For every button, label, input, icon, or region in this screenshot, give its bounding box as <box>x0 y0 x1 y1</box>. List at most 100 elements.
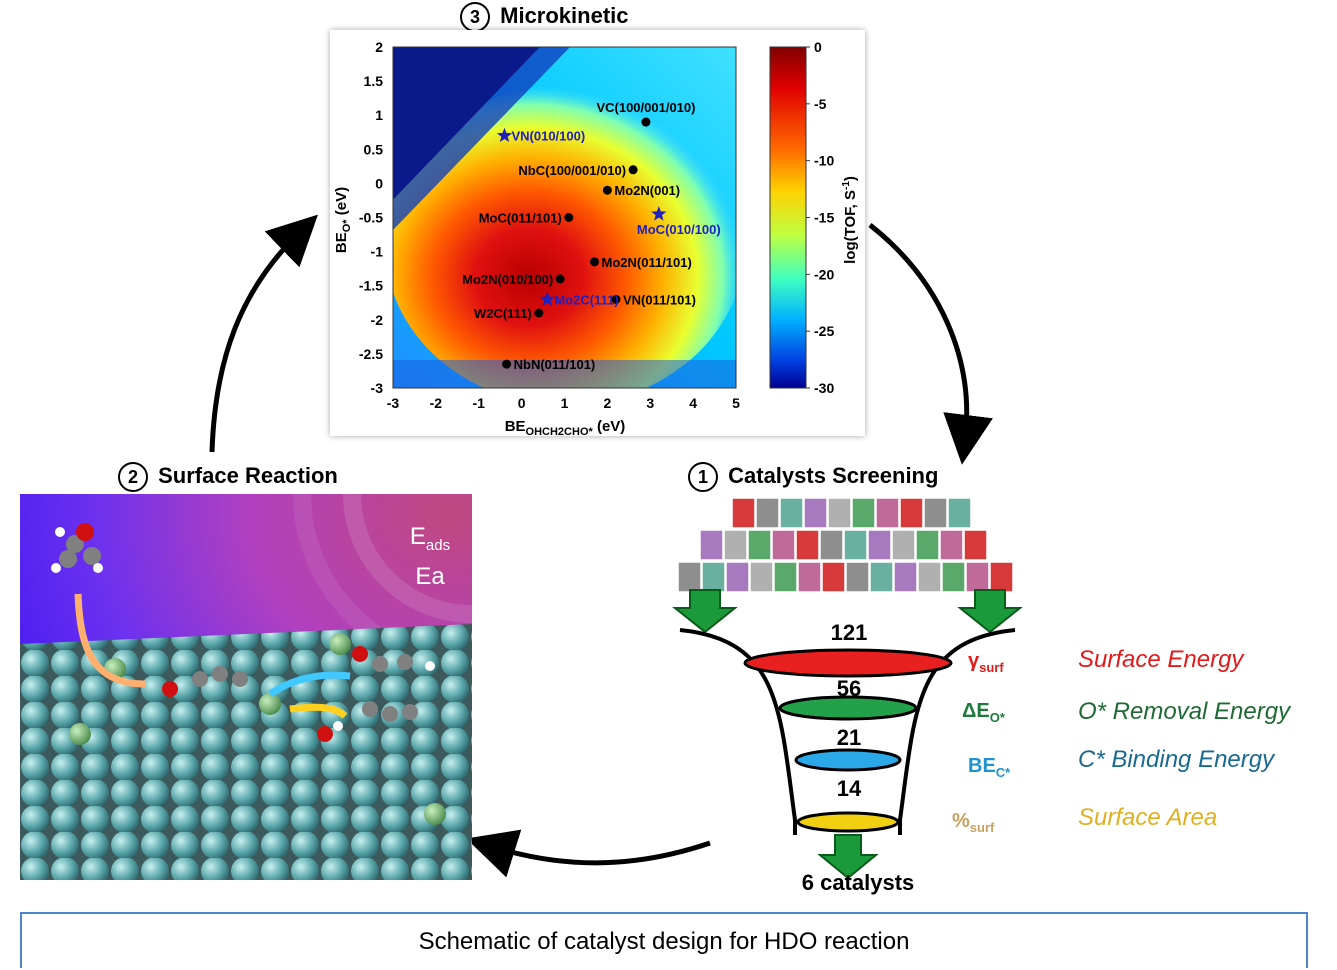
x-tick-label: -3 <box>387 395 400 411</box>
point-label: W2C(111) <box>474 306 532 321</box>
catalyst-tile <box>755 497 780 529</box>
x-tick-label: 3 <box>646 395 654 411</box>
step2-title: 2 Surface Reaction <box>118 462 338 492</box>
funnel-right-wall <box>898 628 1016 835</box>
catalyst-tile <box>947 497 972 529</box>
heatmap-hot-region <box>393 85 736 388</box>
catalyst-tile <box>845 561 870 593</box>
catalyst-tile <box>771 529 796 561</box>
y-tick-label: 0.5 <box>364 141 384 157</box>
catalyst-tile <box>779 497 804 529</box>
y-tick-label: -1 <box>371 244 384 260</box>
colorbar-tick-label: 0 <box>814 39 822 55</box>
screening-result: 6 catalysts <box>801 870 915 895</box>
down-arrow-left <box>672 589 738 634</box>
catalyst-tile <box>797 561 822 593</box>
catalyst-tile <box>941 561 966 593</box>
point-marker <box>628 165 638 175</box>
screening-funnel <box>672 497 1023 880</box>
catalyst-tile <box>747 529 772 561</box>
point-marker <box>602 185 612 195</box>
catalyst-tile <box>851 497 876 529</box>
point-label: MoC(011/101) <box>479 211 562 226</box>
point-label: NbN(011/101) <box>514 357 596 372</box>
catalyst-tile <box>917 561 942 593</box>
arrow-screening-to-surface <box>466 829 711 878</box>
catalyst-tile <box>701 561 726 593</box>
catalyst-tile <box>963 529 988 561</box>
catalyst-tile <box>803 497 828 529</box>
y-tick-label: -3 <box>371 380 384 396</box>
point-marker-star <box>496 127 513 143</box>
arrow-surface-to-microkinetic <box>209 214 318 453</box>
catalyst-tile <box>923 497 948 529</box>
down-arrow-right <box>957 589 1023 634</box>
point-marker <box>502 359 512 369</box>
catalyst-tile <box>731 497 756 529</box>
catalyst-tile <box>939 529 964 561</box>
colorbar <box>769 46 807 389</box>
catalyst-tile <box>965 561 990 593</box>
catalyst-tile <box>773 561 798 593</box>
y-tick-label: -1.5 <box>359 278 383 294</box>
criterion-symbol-2: ΔEO* <box>962 700 1005 725</box>
stage-disc-4 <box>796 811 900 833</box>
catalyst-surface <box>20 624 472 880</box>
y-tick-label: -2 <box>371 312 384 328</box>
step1-number: 1 <box>688 462 718 492</box>
y-axis-ticks: 21.510.50-0.5-1-1.5-2-2.5-3 <box>359 39 383 396</box>
catalyst-tile <box>677 561 702 593</box>
catalyst-tile <box>725 561 750 593</box>
adsorbed-molecules <box>162 646 435 742</box>
down-arrow-bottom <box>817 834 879 880</box>
step2-title-text: Surface Reaction <box>158 462 338 488</box>
stage-disc-2 <box>778 695 918 721</box>
funnel-stages <box>743 648 953 833</box>
caption-text: Schematic of catalyst design for HDO rea… <box>418 928 910 955</box>
point-marker-star <box>651 206 667 221</box>
criterion-symbol-4: %surf <box>952 810 995 835</box>
point-label: VN(010/100) <box>511 129 585 144</box>
ea-label: Ea <box>415 563 445 590</box>
x-tick-label: -1 <box>473 395 486 411</box>
step2-number: 2 <box>118 462 148 492</box>
catalyst-tile <box>819 529 844 561</box>
point-label: NbC(100/001/010) <box>518 163 626 178</box>
funnel-left-wall <box>679 628 797 835</box>
criterion-label-2: O* Removal Energy <box>1078 698 1291 725</box>
colorbar-tick-label: -30 <box>814 380 834 396</box>
arrow-microkinetic-to-screening <box>868 223 993 465</box>
y-tick-label: 1 <box>375 107 383 123</box>
point-marker <box>641 117 651 127</box>
colorbar-tick-label: -10 <box>814 153 834 169</box>
reaction-path-yellow <box>289 703 348 719</box>
criterion-label-4: Surface Area <box>1078 804 1218 831</box>
reaction-path-blue <box>268 671 351 697</box>
x-tick-label: 1 <box>561 395 569 411</box>
colorbar-ticks: 0-5-10-15-20-25-30 <box>806 39 834 396</box>
stage-count-4: 14 <box>836 776 862 801</box>
x-tick-label: 4 <box>689 395 697 411</box>
step1-title: 1 Catalysts Screening <box>688 462 938 492</box>
stage-count-2: 56 <box>836 676 862 701</box>
step3-title: 3 Microkinetic <box>460 2 629 32</box>
caption-box: Schematic of catalyst design for HDO rea… <box>20 912 1308 968</box>
y-tick-label: -2.5 <box>359 346 383 362</box>
catalyst-tile <box>821 561 846 593</box>
y-tick-label: -0.5 <box>359 210 383 226</box>
colorbar-tick-label: -15 <box>814 210 834 226</box>
data-points: VC(100/001/010)VN(010/100)NbC(100/001/01… <box>462 100 721 372</box>
x-tick-label: 2 <box>603 395 611 411</box>
colorbar-tick-label: -25 <box>814 323 834 339</box>
colorbar-label: log(TOF, S-1) <box>841 176 859 264</box>
point-marker <box>534 308 544 318</box>
point-label: Mo2N(011/101) <box>602 255 692 270</box>
stage-count-1: 121 <box>830 620 868 645</box>
catalyst-tile <box>915 529 940 561</box>
criterion-symbol-3: BEC* <box>968 755 1011 780</box>
x-tick-label: -2 <box>430 395 443 411</box>
y-tick-label: 2 <box>375 39 383 55</box>
point-marker <box>564 213 574 222</box>
